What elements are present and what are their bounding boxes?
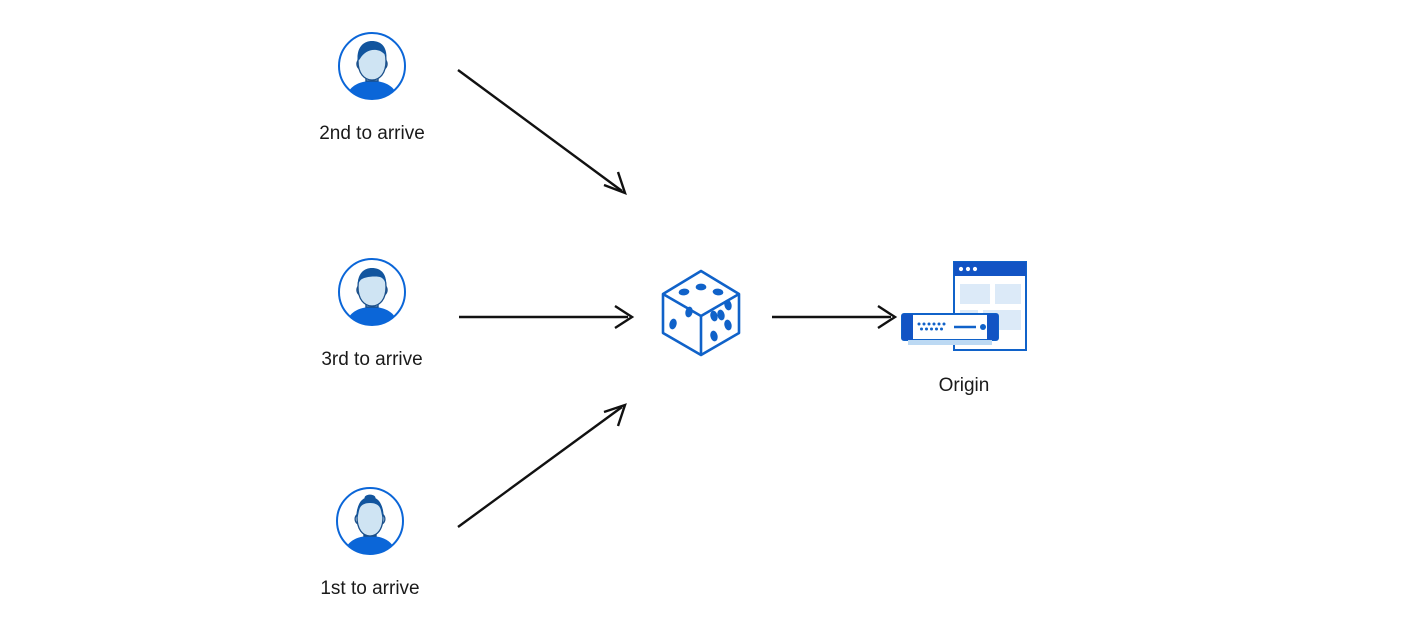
- arrow-middle-to-dice: [459, 304, 635, 330]
- origin-server-icon: [898, 258, 1030, 354]
- user-avatar-icon: [334, 485, 406, 557]
- client-node-top: 2nd to arrive: [292, 30, 452, 143]
- server-device-icon: [901, 313, 999, 345]
- arrow-bottom-to-dice: [457, 403, 627, 528]
- user-avatar-icon: [336, 256, 408, 328]
- dice-icon: [658, 267, 744, 359]
- client-node-bottom: 1st to arrive: [290, 485, 450, 598]
- origin-label: Origin: [938, 375, 990, 396]
- client-node-middle: 3rd to arrive: [292, 256, 452, 369]
- origin-node: Origin: [874, 258, 1054, 395]
- client-label-top: 2nd to arrive: [319, 123, 425, 144]
- dice-node: [651, 267, 751, 359]
- user-avatar-icon: [336, 30, 408, 102]
- arrow-top-to-dice: [457, 69, 627, 196]
- client-label-middle: 3rd to arrive: [321, 349, 423, 370]
- client-label-bottom: 1st to arrive: [320, 578, 420, 599]
